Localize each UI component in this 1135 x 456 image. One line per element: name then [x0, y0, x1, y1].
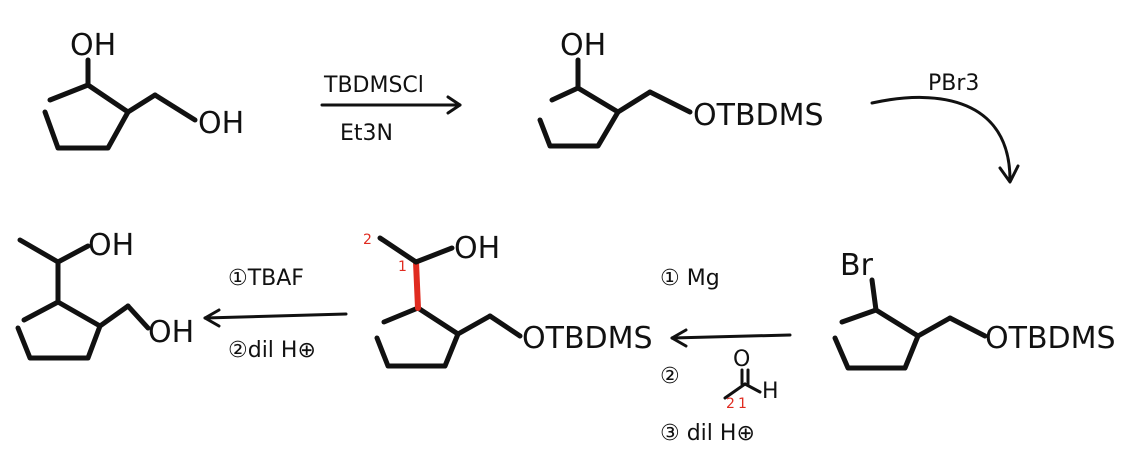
step-3-carbonyl-o: O [733, 347, 750, 372]
compound-5-oh-top: OH [88, 228, 134, 263]
compound-3-otbdms: OTBDMS [985, 321, 1116, 356]
step-3-item-1: ① Mg [660, 266, 720, 291]
compound-4-oh: OH [454, 231, 500, 266]
compound-1: OH OH [42, 28, 244, 151]
compound-5: OH OH [15, 228, 194, 361]
compound-4-otbdms: OTBDMS [522, 321, 653, 356]
step-2: PBr3 [870, 71, 1020, 184]
step-3-carbon-2: 2 [726, 396, 735, 412]
compound-4: OH OTBDMS 2 1 [363, 231, 653, 369]
step-1: TBDMSCl Et3N [320, 73, 462, 146]
step-3-aldehyde-h: H [762, 379, 779, 404]
compound-3: Br OTBDMS [832, 248, 1116, 371]
step-4: ①TBAF ②dil H⊕ [203, 266, 348, 363]
step-3: ① Mg ② O H 2 1 ③ dil H⊕ [660, 266, 792, 446]
compound-2-oh: OH [560, 28, 606, 63]
step-1-reagent: TBDMSCl [323, 73, 424, 98]
compound-1-oh-top: OH [70, 28, 116, 63]
step-3-item-3: ③ dil H⊕ [660, 421, 755, 446]
step-4-item-1: ①TBAF [228, 266, 304, 291]
compound-2: OH OTBDMS [537, 28, 824, 149]
step-3-carbon-1: 1 [738, 396, 747, 412]
compound-3-br: Br [840, 248, 874, 283]
step-1-base: Et3N [340, 121, 393, 146]
compound-2-otbdms: OTBDMS [693, 98, 824, 133]
compound-5-oh-side: OH [148, 315, 194, 350]
compound-4-carbon-1: 1 [398, 259, 407, 275]
step-4-item-2: ②dil H⊕ [228, 338, 316, 363]
compound-1-oh-side: OH [198, 106, 244, 141]
compound-4-carbon-2: 2 [363, 232, 372, 248]
step-2-reagent: PBr3 [928, 71, 979, 96]
step-3-item-2: ② [660, 364, 680, 389]
